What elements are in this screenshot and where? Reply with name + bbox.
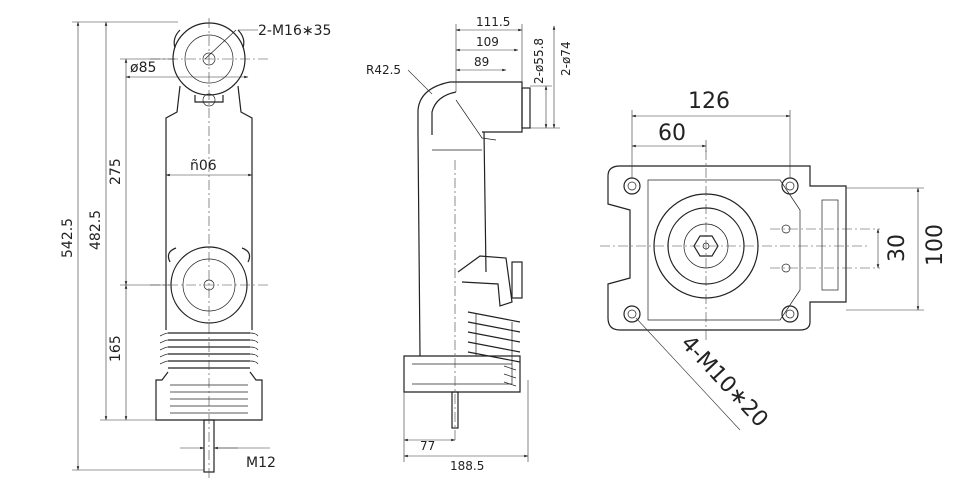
dia-558-label: 2-ø55.8: [532, 38, 546, 84]
height-30-label: 30: [885, 234, 910, 262]
thread-top-label: 2-M16∗35: [258, 23, 331, 39]
dia-74-label: 2-ø74: [559, 41, 573, 76]
width-109-label: 109: [476, 35, 499, 49]
height-100-label: 100: [923, 224, 948, 266]
width-77-label: 77: [420, 439, 435, 453]
body-diameter-label: ñ06: [190, 158, 217, 174]
width-188-label: 188.5: [450, 459, 484, 473]
width-89-label: 89: [474, 55, 489, 69]
width-111-label: 111.5: [476, 15, 510, 29]
head-diameter-label: ø85: [130, 60, 156, 76]
bottom-view: 126 60 30 100 4-M10∗20: [600, 89, 948, 432]
width-126-label: 126: [688, 89, 730, 114]
holes-label: 4-M10∗20: [676, 331, 773, 432]
width-60-label: 60: [658, 121, 686, 146]
height-165-label: 165: [108, 335, 124, 362]
side-view: R42.5 111.5 109 89 2-ø55.8 2-ø74 77 188.…: [366, 15, 573, 473]
height-275-label: 275: [108, 158, 124, 185]
thread-bottom-label: M12: [246, 455, 276, 471]
front-view: 2-M16∗35 ø85 ñ06 542.5 482.5 275 165 M12: [60, 18, 331, 478]
radius-label: R42.5: [366, 63, 401, 77]
height-482-label: 482.5: [88, 210, 104, 250]
total-height-label: 542.5: [60, 218, 76, 258]
